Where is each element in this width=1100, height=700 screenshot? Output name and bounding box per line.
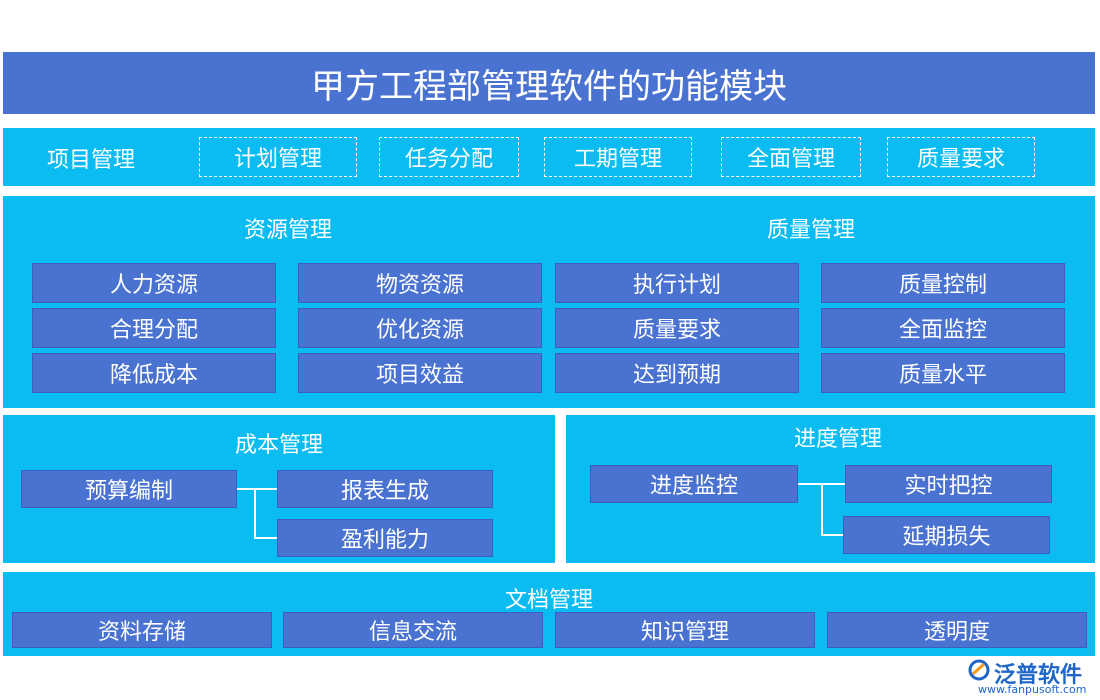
- docs-item: 信息交流: [283, 612, 543, 648]
- quality-item: 质量控制: [821, 263, 1065, 303]
- connector-line: [237, 488, 277, 490]
- resource-item: 物资资源: [298, 263, 542, 303]
- connector-line: [254, 537, 278, 539]
- quality-item: 全面监控: [821, 308, 1065, 348]
- project-item: 任务分配: [379, 137, 519, 177]
- docs-item: 知识管理: [555, 612, 815, 648]
- project-item: 计划管理: [199, 137, 357, 177]
- quality-item: 执行计划: [555, 263, 799, 303]
- quality-title: 质量管理: [766, 218, 855, 243]
- quality-item: 质量要求: [555, 308, 799, 348]
- docs-item: 透明度: [827, 612, 1087, 648]
- docs-section: 文档管理 资料存储 信息交流 知识管理 透明度: [3, 572, 1095, 656]
- docs-title: 文档管理: [504, 588, 593, 613]
- resource-title: 资源管理: [243, 218, 332, 243]
- progress-section: 进度管理 进度监控 实时把控 延期损失: [566, 415, 1095, 563]
- cost-title: 成本管理: [234, 433, 323, 458]
- resource-quality-section: 资源管理 质量管理 人力资源 合理分配 降低成本 物资资源 优化资源 项目效益 …: [3, 196, 1095, 408]
- docs-item: 资料存储: [12, 612, 272, 648]
- project-management-row: 项目管理 计划管理 任务分配 工期管理 全面管理 质量要求: [3, 128, 1095, 186]
- resource-item: 项目效益: [298, 353, 542, 393]
- cost-root: 预算编制: [21, 470, 237, 508]
- progress-child: 实时把控: [845, 465, 1052, 503]
- connector-line: [821, 534, 843, 536]
- project-item: 质量要求: [887, 137, 1035, 177]
- brand-logo-icon: [968, 659, 990, 681]
- resource-item: 人力资源: [32, 263, 276, 303]
- page-title: 甲方工程部管理软件的功能模块: [3, 52, 1095, 114]
- progress-child: 延期损失: [843, 516, 1050, 554]
- connector-line: [254, 488, 256, 538]
- quality-item: 达到预期: [555, 353, 799, 393]
- resource-item: 优化资源: [298, 308, 542, 348]
- brand-url: www.fanpusoft.com: [978, 683, 1087, 696]
- connector-line: [821, 483, 823, 535]
- resource-item: 降低成本: [32, 353, 276, 393]
- project-item: 全面管理: [721, 137, 861, 177]
- cost-child: 报表生成: [277, 470, 493, 508]
- quality-item: 质量水平: [821, 353, 1065, 393]
- cost-section: 成本管理 预算编制 报表生成 盈利能力: [3, 415, 555, 563]
- progress-title: 进度管理: [793, 427, 882, 452]
- progress-root: 进度监控: [590, 465, 798, 503]
- brand-name: 泛普软件: [994, 663, 1083, 688]
- cost-child: 盈利能力: [277, 519, 493, 557]
- project-item: 工期管理: [544, 137, 692, 177]
- brand-logo: 泛普软件 www.fanpusoft.com: [968, 657, 1096, 697]
- project-management-label: 项目管理: [47, 148, 136, 173]
- resource-item: 合理分配: [32, 308, 276, 348]
